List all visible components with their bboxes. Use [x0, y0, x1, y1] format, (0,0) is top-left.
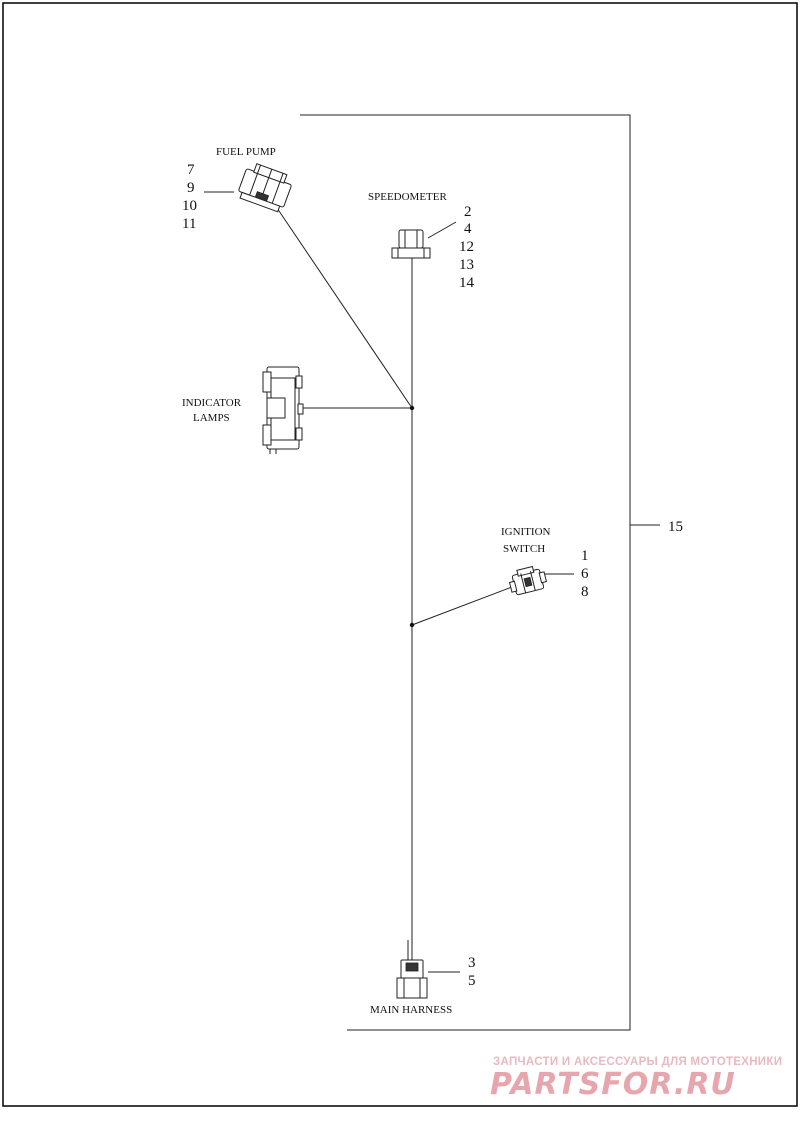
speedometer-ref-3: 12 [459, 239, 474, 255]
speedometer-ref-2: 4 [464, 221, 472, 237]
main-harness-connector [396, 959, 428, 999]
speedometer-ref-4: 13 [459, 257, 474, 273]
assembly-bracket [300, 114, 631, 1031]
indicator-lamps-unit [262, 366, 304, 454]
main-harness-label: MAIN HARNESS [370, 1004, 452, 1016]
speedometer-connector [391, 229, 431, 259]
fuel-pump-ref-4: 11 [182, 216, 196, 232]
watermark-tagline: ЗАПЧАСТИ И АКСЕССУАРЫ ДЛЯ МОТОТЕХНИКИ [493, 1056, 782, 1068]
indicator-lamps-label-1: INDICATOR [182, 397, 242, 409]
fuel-pump-branch [274, 204, 413, 409]
ignition-switch-ref-1: 1 [581, 548, 589, 564]
ignition-switch-label-1: IGNITION [501, 526, 551, 538]
fuel-pump-ref-2: 9 [187, 180, 195, 196]
ignition-switch-ref-3: 8 [581, 584, 589, 600]
speedometer-label: SPEEDOMETER [368, 191, 448, 203]
main-harness-ref-2: 5 [468, 973, 476, 989]
page-frame [2, 2, 798, 1107]
main-harness-ref-1: 3 [468, 955, 476, 971]
speedometer-ref-1: 2 [464, 204, 472, 220]
assembly-ref: 15 [668, 519, 683, 535]
ignition-switch-branch [411, 586, 513, 626]
fuel-pump-connector [238, 163, 292, 213]
fuel-pump-label: FUEL PUMP [216, 146, 276, 158]
watermark-logo: PARTSFOR.RU [490, 1067, 736, 1102]
indicator-lamps-label-2: LAMPS [193, 412, 230, 424]
ignition-switch-connector [508, 565, 548, 596]
ignition-switch-label-2: SWITCH [503, 543, 545, 555]
ignition-switch-ref-2: 6 [581, 566, 589, 582]
fuel-pump-ref-1: 7 [187, 162, 195, 178]
speedometer-ref-5: 14 [459, 275, 475, 291]
speedometer-leader [427, 221, 457, 239]
splice-point-lower [409, 622, 415, 628]
fuel-pump-ref-3: 10 [182, 198, 197, 214]
splice-point-upper [409, 405, 415, 411]
